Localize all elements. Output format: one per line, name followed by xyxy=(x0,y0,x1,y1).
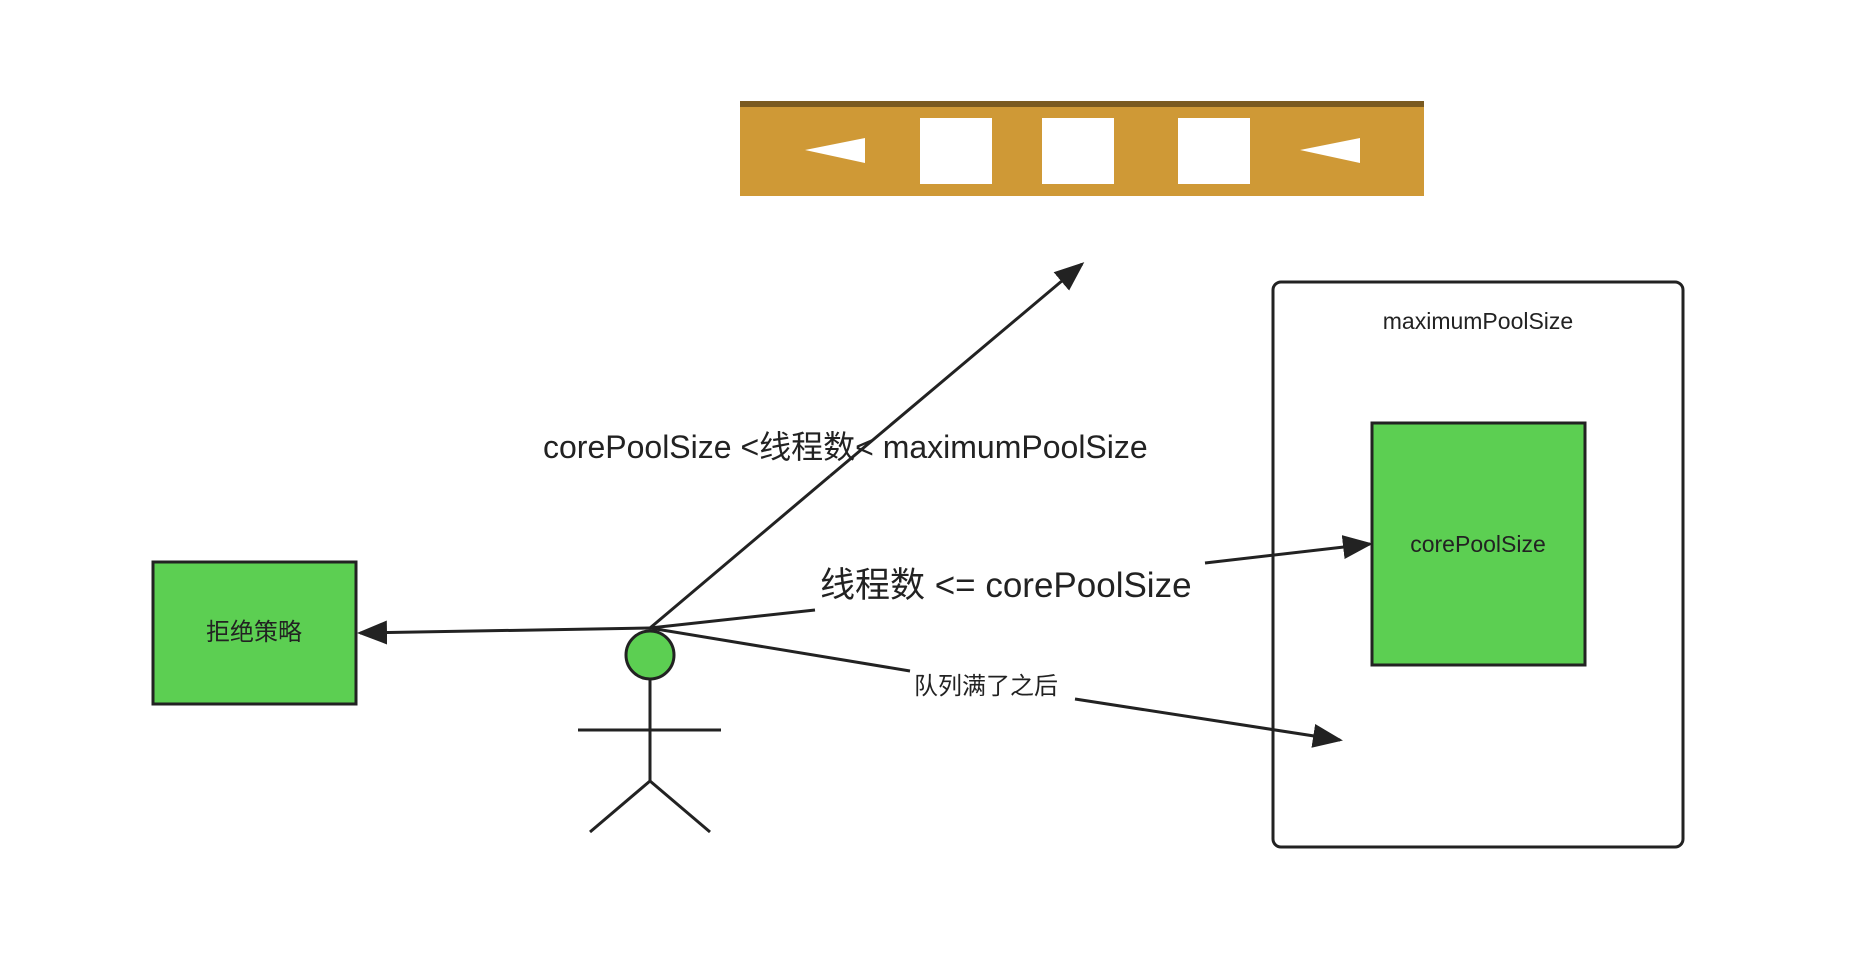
stick-figure-icon xyxy=(578,629,721,834)
edge-label-to-core: 线程数 <= corePoolSize xyxy=(820,566,1192,605)
queue-top-edge xyxy=(740,101,1424,107)
edge-to-core-right xyxy=(1204,535,1373,565)
core-pool-label: corePoolSize xyxy=(1410,531,1546,557)
queue-slot xyxy=(1178,118,1250,184)
edge-to-queue-upper xyxy=(829,262,1085,478)
actor-head xyxy=(624,629,676,681)
queue-slot xyxy=(1042,118,1114,184)
edge-label-to-max: 队列满了之后 xyxy=(914,673,1058,700)
task-queue-icon xyxy=(740,101,1424,196)
core-pool-box: corePoolSize xyxy=(1370,421,1587,667)
edge-to-core xyxy=(649,608,816,630)
queue-slot xyxy=(920,118,992,184)
actor-leg-right xyxy=(649,779,711,834)
max-pool-label: maximumPoolSize xyxy=(1383,308,1573,334)
queue-arrow-left-icon xyxy=(1300,138,1360,163)
actor-leg-left xyxy=(589,779,651,834)
edge-to-reject xyxy=(357,620,651,645)
edge-to-queue xyxy=(649,474,831,630)
reject-policy-box: 拒绝策略 xyxy=(151,560,358,706)
reject-policy-label: 拒绝策略 xyxy=(206,619,302,646)
edge-label-to-queue: corePoolSize <线程数< maximumPoolSize xyxy=(543,429,1148,465)
edge-to-max xyxy=(649,626,911,673)
queue-arrow-left-icon xyxy=(805,138,865,163)
edge-to-max-right xyxy=(1074,697,1343,748)
